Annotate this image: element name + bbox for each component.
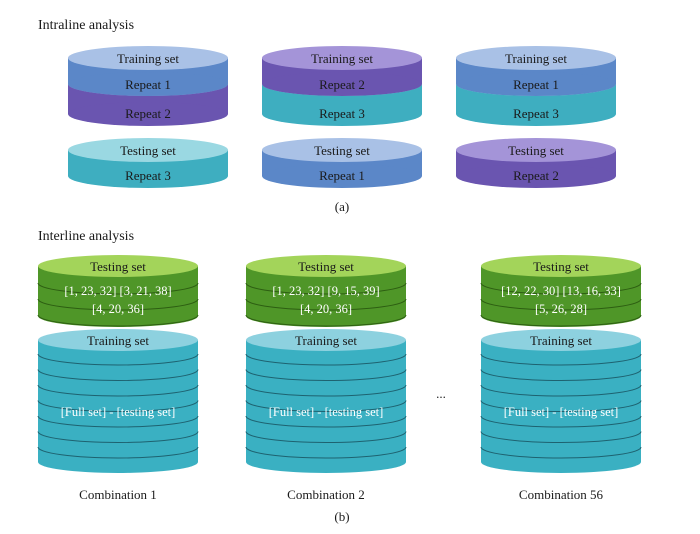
cylinder-ring-line [37, 415, 199, 428]
training-set-label: Training set [530, 333, 592, 348]
repeat-label: Repeat 2 [319, 77, 365, 92]
testing-disc [68, 138, 228, 188]
training-set-label: Training set [311, 51, 373, 66]
repeat-label: Repeat 2 [513, 168, 559, 183]
cylinder-ring-line [37, 400, 199, 412]
cylinder-ring-line [245, 353, 407, 366]
training-cylinder [245, 329, 407, 473]
training-body: [Full set] - [testing set] [269, 405, 384, 419]
testing-set-label: Testing set [533, 259, 589, 274]
repeat-label: Repeat 3 [513, 106, 559, 121]
intraline-stack-3: Training set Repeat 1 Repeat 3 Testing s… [456, 46, 616, 188]
cylinder-ring-line [480, 446, 642, 459]
caption-a: (a) [335, 199, 349, 214]
testing-sets-line2: [4, 20, 36] [92, 302, 144, 316]
repeat-label: Repeat 2 [125, 106, 171, 121]
testing-set-label: Testing set [298, 259, 354, 274]
training-layer-upper [456, 46, 616, 96]
training-cylinder [37, 329, 199, 473]
cylinder-ring-line [245, 415, 407, 428]
cylinder-ring-line [480, 384, 642, 397]
testing-sets-line2: [5, 26, 28] [535, 302, 587, 316]
testing-cylinder [37, 255, 199, 327]
cylinder-ring-line [245, 384, 407, 397]
testing-set-label: Testing set [508, 143, 564, 158]
testing-cylinder [480, 255, 642, 327]
training-body: [Full set] - [testing set] [504, 405, 619, 419]
cylinder-ring-line [37, 384, 199, 397]
repeat-label: Repeat 1 [319, 168, 365, 183]
cylinder-ring-line [37, 446, 199, 459]
testing-sets-line1: [1, 23, 32] [3, 21, 38] [64, 284, 171, 298]
training-set-label: Training set [117, 51, 179, 66]
repeat-label: Repeat 1 [513, 77, 559, 92]
training-set-label: Training set [295, 333, 357, 348]
training-set-label: Training set [505, 51, 567, 66]
repeat-label: Repeat 3 [125, 168, 171, 183]
testing-disc [262, 138, 422, 188]
combination-2: Testing set [1, 23, 32] [9, 15, 39] [4, … [245, 255, 407, 502]
cylinder-ring-line [245, 369, 407, 381]
caption-b: (b) [334, 509, 349, 524]
testing-cylinder [245, 255, 407, 327]
combination-name: Combination 1 [79, 487, 157, 502]
repeat-label: Repeat 1 [125, 77, 171, 92]
cylinder-ring-line [245, 446, 407, 459]
testing-sets-line2: [4, 20, 36] [300, 302, 352, 316]
cylinder-ring-line [245, 400, 407, 412]
testing-set-label: Testing set [90, 259, 146, 274]
ellipsis: ... [436, 386, 446, 401]
training-set-label: Training set [87, 333, 149, 348]
cylinder-ring-line [480, 431, 642, 443]
cylinder-ring-line [480, 353, 642, 366]
cylinder-ring-line [37, 431, 199, 443]
intraline-stack-1: Training set Repeat 1 Repeat 2 Testing s… [68, 46, 228, 188]
cylinder-ring-line [37, 353, 199, 366]
cylinder-ring-line [37, 369, 199, 381]
repeat-label: Repeat 3 [319, 106, 365, 121]
training-layer-upper [262, 46, 422, 96]
intraline-stack-2: Training set Repeat 2 Repeat 3 Testing s… [262, 46, 422, 188]
testing-set-label: Testing set [120, 143, 176, 158]
interline-title: Interline analysis [38, 229, 135, 244]
combination-name: Combination 56 [519, 487, 604, 502]
training-cylinder [480, 329, 642, 473]
combination-name: Combination 2 [287, 487, 365, 502]
cylinder-ring-line [480, 415, 642, 428]
testing-disc [456, 138, 616, 188]
intraline-title: Intraline analysis [38, 18, 135, 33]
cylinder-ring-line [480, 400, 642, 412]
testing-set-label: Testing set [314, 143, 370, 158]
training-layer-upper [68, 46, 228, 96]
combination-56: Testing set [12, 22, 30] [13, 16, 33] [5… [480, 255, 642, 502]
cylinder-ring-line [245, 431, 407, 443]
training-body: [Full set] - [testing set] [61, 405, 176, 419]
testing-sets-line1: [1, 23, 32] [9, 15, 39] [272, 284, 379, 298]
testing-sets-line1: [12, 22, 30] [13, 16, 33] [501, 284, 621, 298]
combination-1: Testing set [1, 23, 32] [3, 21, 38] [4, … [37, 255, 199, 502]
cylinder-ring-line [480, 369, 642, 381]
